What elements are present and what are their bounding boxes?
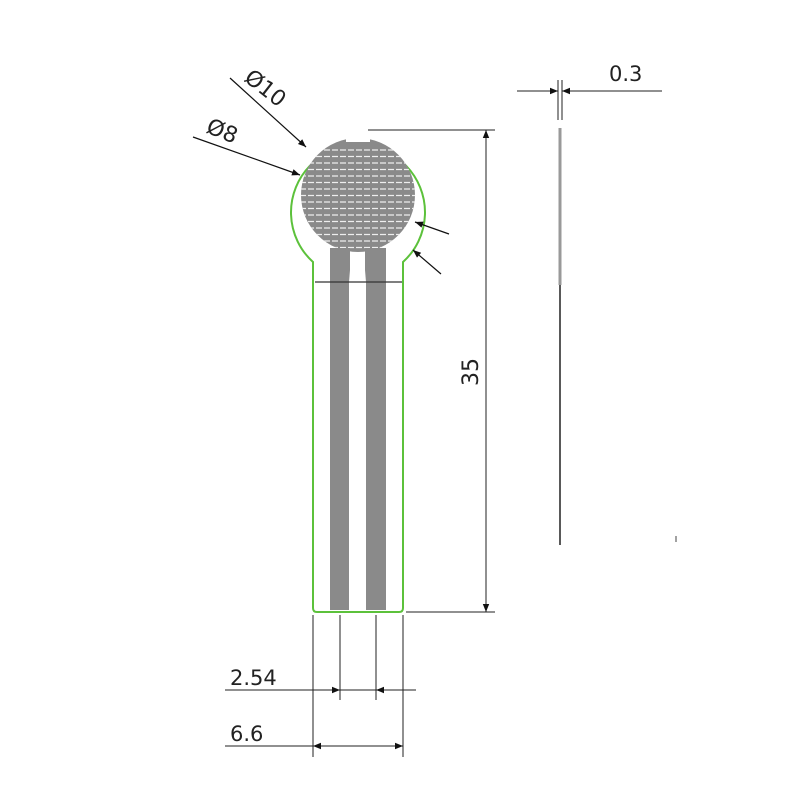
pitch-label: 2.54 xyxy=(230,666,277,690)
ring-arrow-2 xyxy=(412,249,442,275)
lead-right xyxy=(365,248,386,610)
inner-diameter-label: Ø8 xyxy=(203,114,241,149)
inner-diameter-leader xyxy=(192,136,301,176)
sensor-outline xyxy=(290,144,426,613)
sensing-area xyxy=(301,136,415,252)
width-label: 6.6 xyxy=(230,722,263,746)
lead-left xyxy=(330,248,350,610)
ring-arrow-1 xyxy=(414,221,450,235)
thickness-label: 0.3 xyxy=(609,62,642,86)
outer-diameter-leader xyxy=(229,77,307,148)
side-view xyxy=(557,80,563,545)
bottom-extension-lines xyxy=(312,615,404,757)
length-label: 35 xyxy=(459,358,484,386)
outer-diameter-label: Ø10 xyxy=(239,65,290,113)
